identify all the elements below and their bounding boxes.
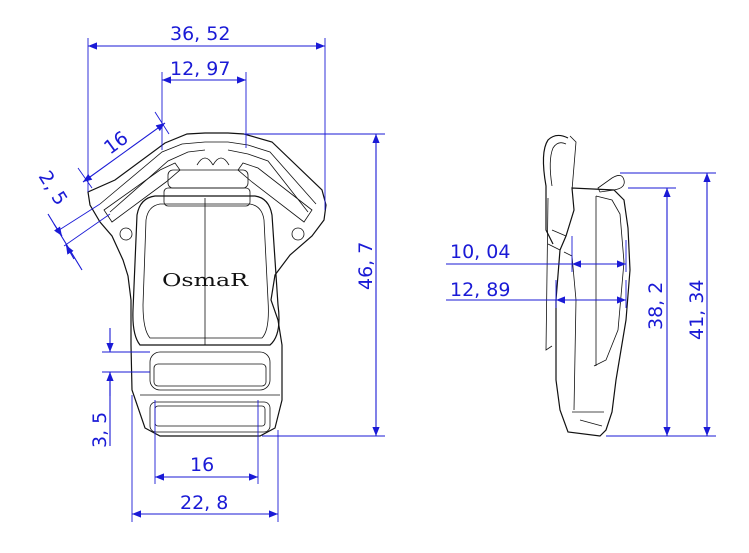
side-dimensions: 10, 04 12, 89 38, 2 41, 34 — [446, 172, 716, 437]
dim-thickness-a: 10, 04 — [450, 241, 510, 263]
dim-bottom-width: 22, 8 — [180, 492, 228, 514]
dim-line-arm-length — [82, 122, 166, 183]
dim-thickness-b: 12, 89 — [450, 279, 510, 301]
dim-slot-height: 3, 5 — [89, 412, 111, 448]
brand-logo: OsmaR — [162, 270, 249, 291]
dim-overall-width: 36, 52 — [170, 23, 230, 45]
dim-slot-width: 16 — [190, 454, 214, 476]
dim-arm-length: 16 — [100, 127, 132, 159]
dim-line-arm-thickness — [47, 213, 83, 271]
dim-height-b: 41, 34 — [686, 280, 708, 340]
dim-height-a: 38, 2 — [645, 282, 667, 330]
dim-overall-height: 46, 7 — [355, 242, 377, 290]
side-view-part — [542, 134, 631, 437]
dim-top-width: 12, 97 — [170, 58, 230, 80]
front-view-part: OsmaR — [87, 132, 327, 437]
dim-arm-thickness: 2, 5 — [34, 167, 72, 209]
